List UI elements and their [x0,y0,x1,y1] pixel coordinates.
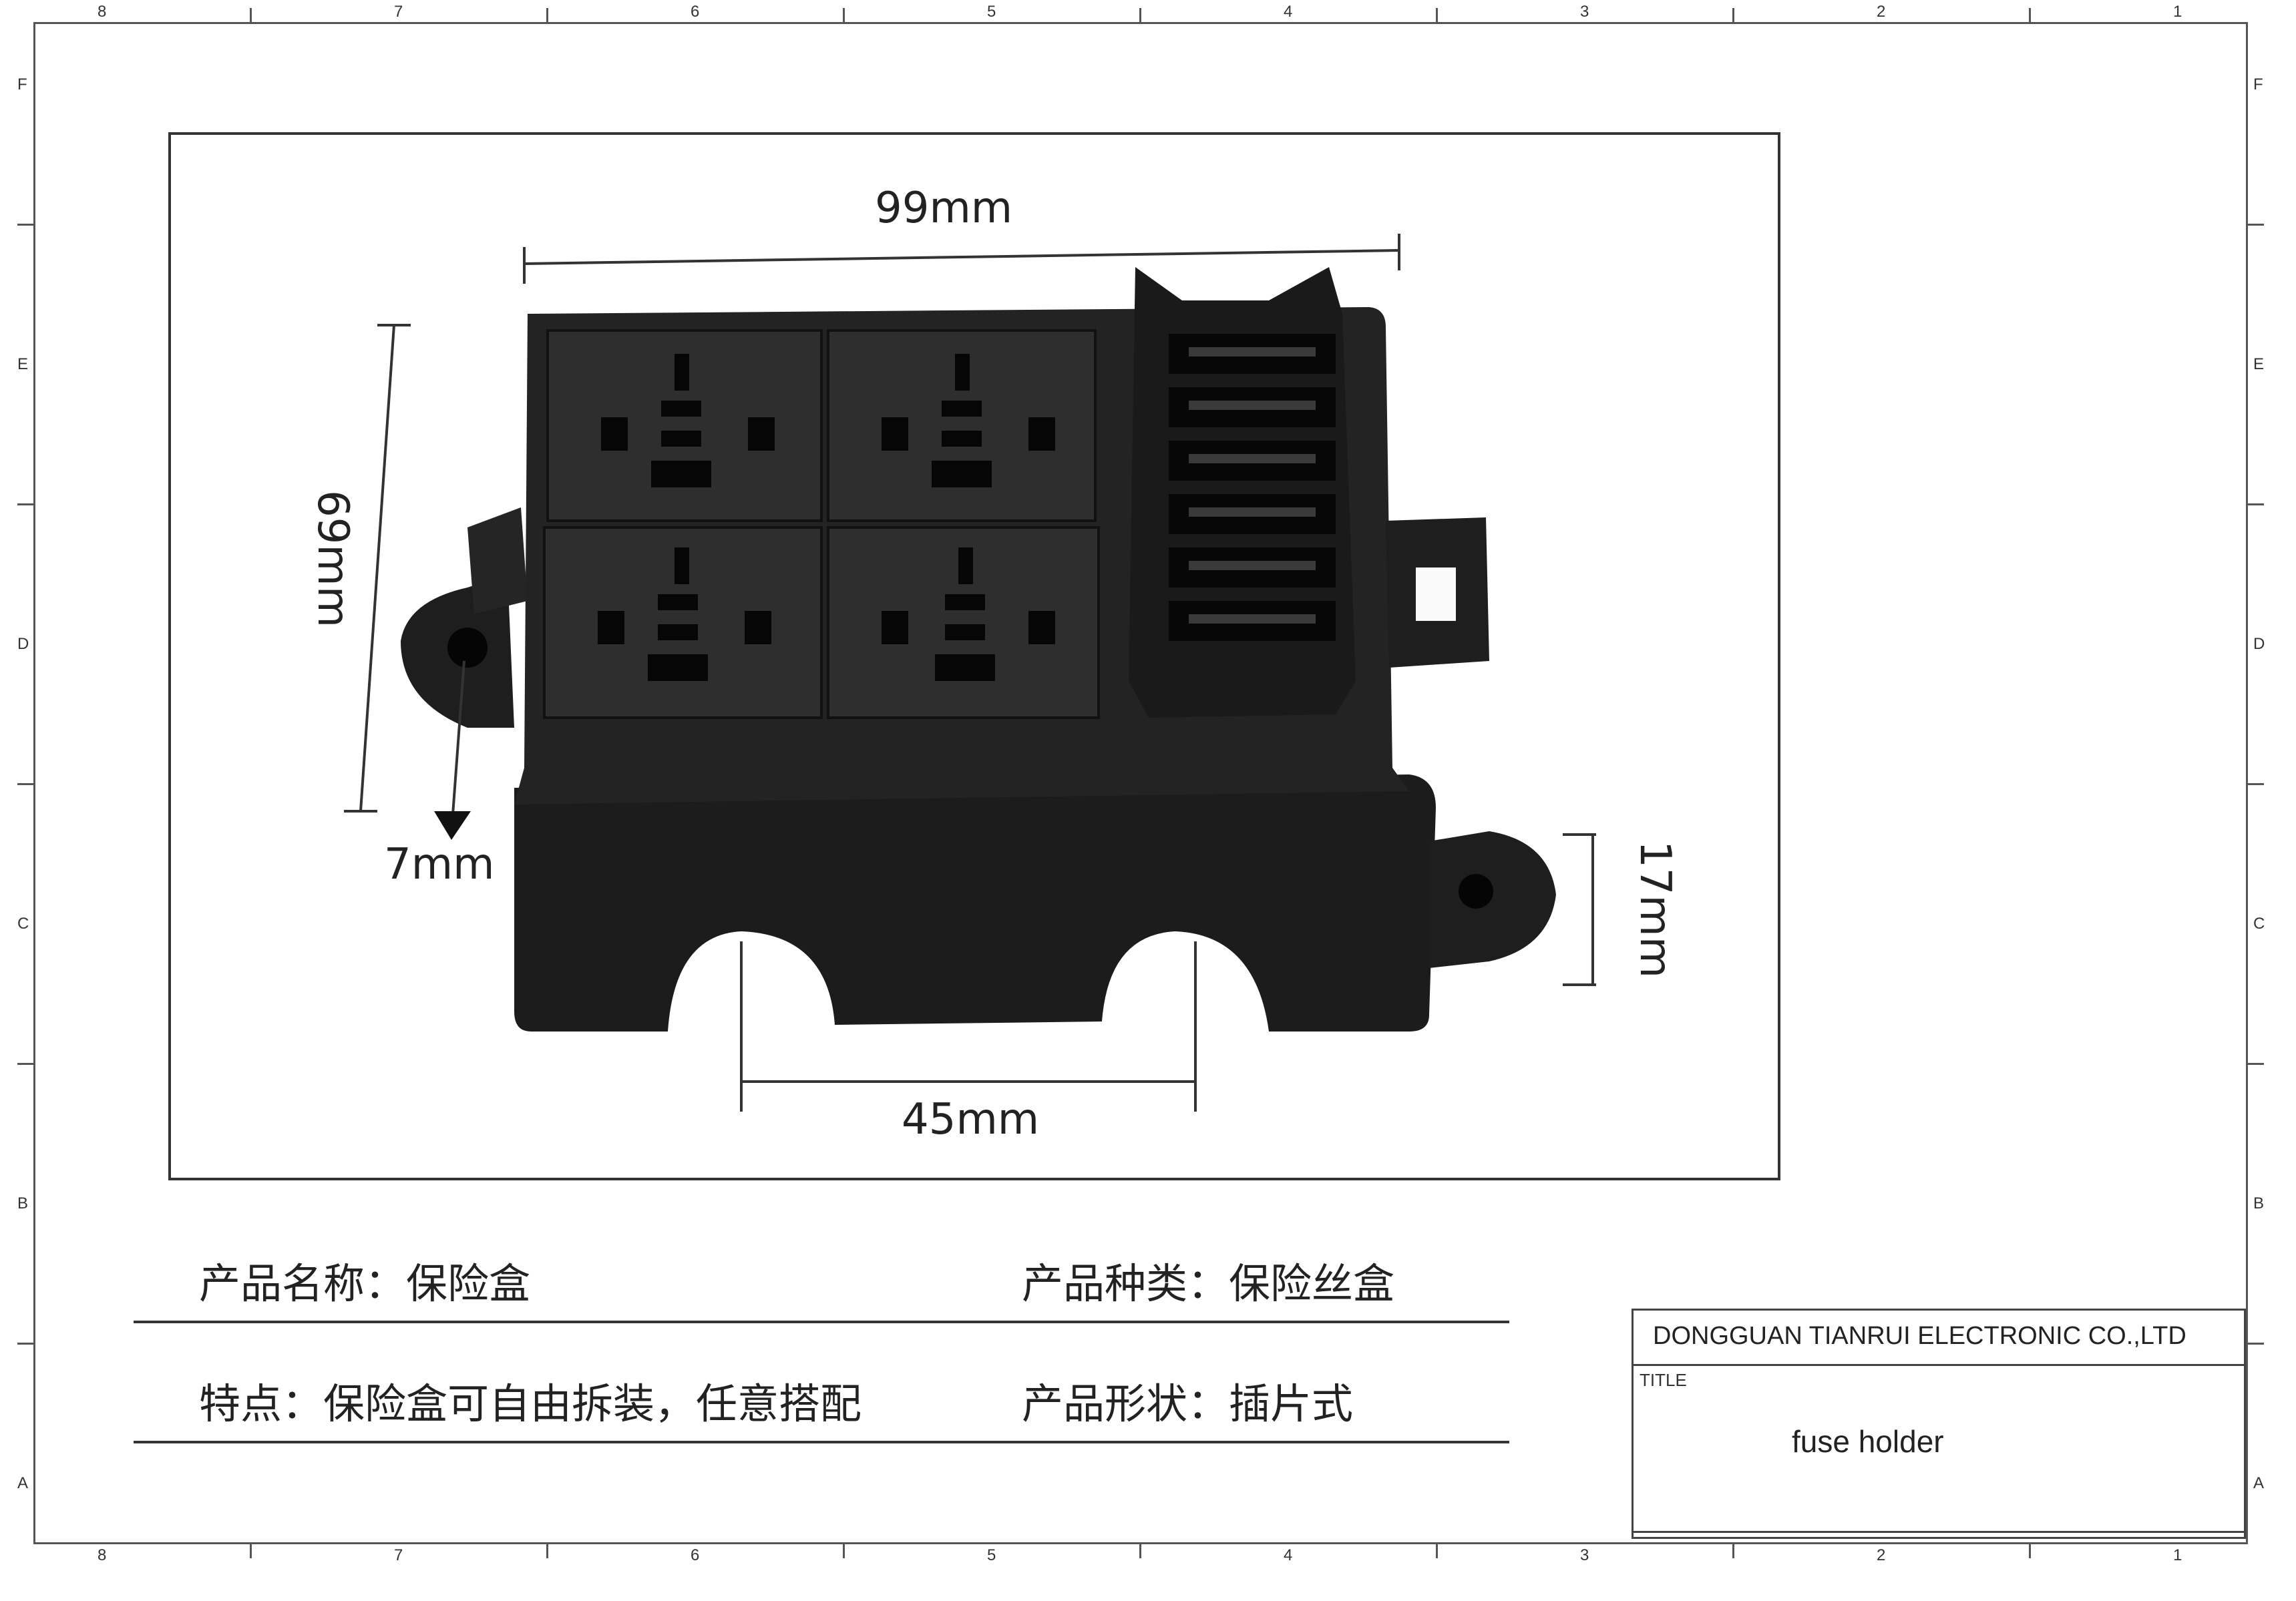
frame-top [33,22,2248,24]
column-tick-top [2029,8,2031,22]
left-mount-hole [447,628,488,668]
column-tick-top [1139,8,1141,22]
column-tick-top [1732,8,1734,22]
column-tick-top [1436,8,1438,22]
row-label-right: A [2253,1474,2265,1492]
column-tick-top [546,8,548,22]
dim-label-mount-offset: 7mm [384,840,495,889]
column-tick-top [250,8,252,22]
column-label-top: 1 [2173,3,2182,21]
mount-arrow-head [434,811,471,840]
dim-label-width: 99mm [875,184,1013,233]
column-label-bottom: 4 [1284,1546,1293,1564]
column-label-bottom: 8 [98,1546,107,1564]
row-label-left: F [17,75,27,93]
spec-feature: 特点：保险盒可自由拆装，任意搭配 [199,1379,862,1428]
row-label-right: D [2253,635,2265,653]
right-upper-tab-slot [1416,567,1456,621]
row-label-right: C [2253,915,2265,933]
spec-product-name: 产品名称：保险盒 [199,1259,531,1308]
fuse-box-base [514,774,1436,1032]
title-block-bottom-divider [1632,1531,2246,1533]
column-tick-bottom [1139,1544,1141,1558]
frame-right [2246,22,2248,1544]
column-tick-bottom [1436,1544,1438,1558]
title-block [1632,1309,2246,1539]
row-tick-left [17,503,33,505]
row-label-right: B [2253,1194,2265,1212]
title-block-company: DONGGUAN TIANRUI ELECTRONIC CO.,LTD [1653,1322,2186,1350]
column-label-top: 4 [1284,3,1293,21]
frame-bottom [33,1542,2248,1544]
row-tick-right [2248,503,2264,505]
column-label-top: 6 [691,3,700,21]
row-label-left: A [17,1474,29,1492]
column-label-bottom: 3 [1580,1546,1589,1564]
column-tick-bottom [1732,1544,1734,1558]
column-tick-bottom [2029,1544,2031,1558]
row-tick-left [17,224,33,226]
column-label-bottom: 5 [987,1546,996,1564]
spec-product-type: 产品种类：保险丝盒 [1022,1259,1395,1308]
spec-rule-2 [134,1441,1509,1443]
row-tick-right [2248,224,2264,226]
row-label-right: F [2253,75,2263,93]
right-lower-mount-hole [1459,874,1493,909]
row-label-left: D [17,635,29,653]
row-tick-left [17,1063,33,1065]
row-tick-left [17,783,33,785]
right-lower-mount-ear [1429,831,1556,968]
frame-left [33,22,35,1544]
column-label-top: 7 [394,3,403,21]
row-label-left: B [17,1194,29,1212]
dim-line-mount [451,660,465,815]
row-tick-right [2248,1063,2264,1065]
dim-line-height [359,324,395,812]
row-label-left: C [17,915,29,933]
column-tick-bottom [546,1544,548,1558]
row-tick-right [2248,783,2264,785]
dim-label-base-height: 17mm [1630,840,1680,979]
column-tick-bottom [250,1544,252,1558]
spec-shape: 产品形状：插片式 [1022,1379,1354,1428]
title-block-part-name: fuse holder [1792,1424,1944,1459]
title-block-divider [1632,1364,2246,1366]
row-label-left: E [17,355,29,373]
column-tick-top [843,8,845,22]
column-label-bottom: 1 [2173,1546,2182,1564]
dim-label-slot-spacing: 45mm [902,1095,1040,1144]
dim-line-width [524,249,1400,265]
dim-label-height: 69mm [308,489,358,628]
column-label-bottom: 6 [691,1546,700,1564]
column-label-bottom: 2 [1877,1546,1886,1564]
row-tick-left [17,1343,33,1345]
column-label-bottom: 7 [394,1546,403,1564]
column-label-top: 2 [1877,3,1886,21]
column-tick-bottom [843,1544,845,1558]
spec-rule-1 [134,1321,1509,1323]
column-label-top: 5 [987,3,996,21]
column-label-top: 3 [1580,3,1589,21]
row-label-right: E [2253,355,2265,373]
title-block-title-label: TITLE [1640,1370,1687,1390]
row-tick-right [2248,1343,2264,1345]
column-label-top: 8 [98,3,107,21]
